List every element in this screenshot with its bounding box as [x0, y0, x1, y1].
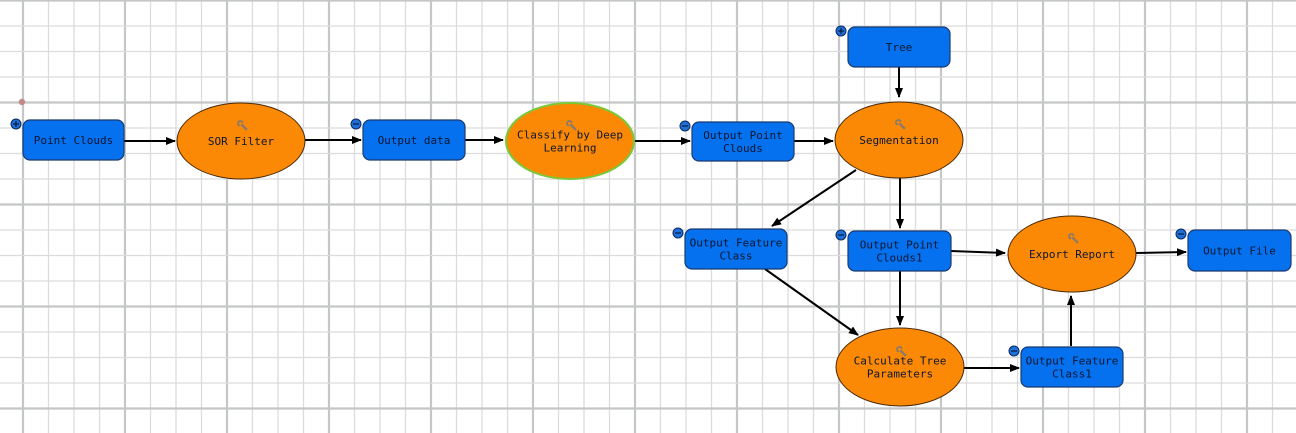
- tool-node-sor-filter[interactable]: SOR Filter: [176, 102, 306, 180]
- tool-node-export-report[interactable]: Export Report: [1007, 215, 1137, 293]
- wrench-icon: [1068, 233, 1079, 244]
- collapse-minus-icon[interactable]: [835, 229, 847, 241]
- node-label: Export Report: [1029, 248, 1115, 261]
- data-node-shape: [684, 228, 788, 270]
- anchor-dot: [18, 98, 26, 106]
- data-node-shape: [1020, 346, 1124, 388]
- node-label: Clouds1: [876, 252, 922, 265]
- data-node-shape: [691, 121, 795, 162]
- node-label: Class: [719, 250, 752, 263]
- expand-plus-icon[interactable]: [10, 118, 22, 130]
- wrench-icon: [896, 346, 907, 357]
- collapse-minus-icon[interactable]: [1008, 345, 1020, 357]
- collapse-minus-icon[interactable]: [350, 118, 362, 130]
- data-node-tree[interactable]: Tree: [835, 25, 951, 68]
- nodes-layer: Point Clouds SOR Filter Output data Classif…: [10, 25, 1292, 407]
- collapse-minus-icon[interactable]: [1175, 228, 1187, 240]
- wrench-icon: [566, 120, 577, 131]
- expand-plus-icon[interactable]: [835, 25, 847, 37]
- node-label: Classify by Deep: [517, 129, 623, 142]
- tool-node-shape: [835, 327, 965, 407]
- node-label: Output File: [1203, 245, 1276, 258]
- node-label: Learning: [544, 142, 597, 155]
- data-node-output-file[interactable]: Output File: [1175, 228, 1292, 272]
- node-label: Segmentation: [859, 134, 938, 147]
- collapse-minus-icon[interactable]: [679, 120, 691, 132]
- node-label: Output data: [378, 134, 451, 147]
- node-label: Output Point: [703, 129, 782, 142]
- node-label: Parameters: [867, 368, 933, 381]
- connector-output_point_clouds1-to-export_report[interactable]: [950, 248, 1006, 257]
- tool-node-shape: [834, 101, 964, 179]
- data-node-shape: [847, 230, 952, 272]
- node-label: Output Point: [860, 239, 939, 252]
- node-label: Point Clouds: [34, 134, 113, 147]
- data-node-shape: [847, 26, 951, 68]
- connector-segmentation-to-output_feature_class[interactable]: [771, 169, 857, 227]
- data-node-point-clouds[interactable]: Point Clouds: [10, 118, 125, 161]
- data-node-shape: [22, 119, 125, 161]
- wrench-icon: [895, 119, 906, 130]
- node-label: Clouds: [723, 142, 763, 155]
- node-label: Tree: [886, 41, 913, 54]
- node-label: Calculate Tree: [854, 355, 947, 368]
- node-label: SOR Filter: [208, 135, 275, 148]
- connections-layer: [124, 67, 1187, 372]
- node-label: Class1: [1052, 368, 1092, 381]
- node-label: Output Feature: [1026, 355, 1119, 368]
- data-node-shape: [362, 119, 466, 161]
- connector-export_report-to-output_file[interactable]: [1135, 248, 1187, 257]
- node-label: Output Feature: [690, 237, 783, 250]
- data-node-shape: [1187, 229, 1292, 272]
- tool-node-shape: [1007, 215, 1137, 293]
- connector-output_feature_class-to-calc_tree_params[interactable]: [764, 268, 859, 336]
- collapse-minus-icon[interactable]: [672, 227, 684, 239]
- data-node-output-data[interactable]: Output data: [350, 118, 466, 161]
- tool-node-segmentation[interactable]: Segmentation: [834, 101, 964, 179]
- wrench-icon: [237, 120, 248, 131]
- tool-node-shape: [176, 102, 306, 180]
- tool-node-shape: [505, 102, 635, 180]
